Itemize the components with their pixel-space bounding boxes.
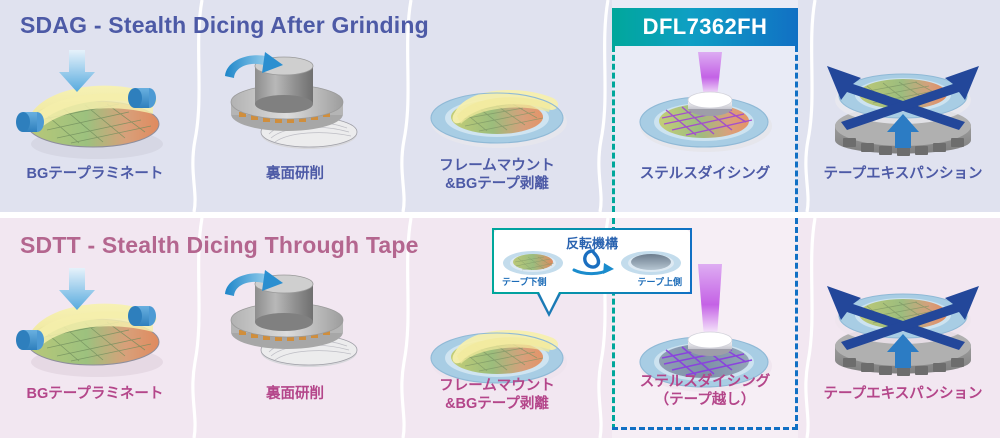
sdtt-title: SDTT - Stealth Dicing Through Tape — [20, 232, 419, 258]
step-label: 裏面研削 — [266, 166, 324, 182]
rotate-arrow-icon — [225, 52, 283, 78]
callout-wafer-left-icon — [503, 251, 563, 275]
tape-expansion-art — [813, 268, 993, 386]
sdtt-step-frame-mount: フレームマウント &BGテープ剥離 — [402, 218, 592, 438]
laser-beam-icon — [698, 52, 722, 98]
expand-arrows-icon — [827, 286, 979, 350]
step-label: フレームマウント &BGテープ剥離 — [439, 378, 555, 412]
sdag-step-tape-expansion: テープエキスパンション — [806, 0, 1000, 212]
rotation-arrow-icon — [572, 249, 614, 276]
sdtt-step-tape-expansion: テープエキスパンション — [806, 218, 1000, 438]
back-grinding-art — [209, 264, 381, 376]
callout-wafer-right-icon — [621, 251, 681, 275]
stealth-dicing-art — [622, 52, 788, 162]
stealth-dicing-through-art — [622, 264, 788, 402]
callout-right-label: テープ上側 — [637, 277, 682, 287]
frame-mount-art — [411, 300, 583, 400]
step-label: フレームマウント &BGテープ剥離 — [439, 158, 555, 192]
sdag-step-bg-tape-laminate: BGテープラミネート — [0, 0, 190, 212]
step-label: 裏面研削 — [266, 386, 324, 402]
inversion-mechanism-callout: 反転機構 — [492, 228, 692, 294]
callout-left-label: テープ下側 — [502, 277, 547, 287]
sdtt-step-stealth-dicing-through: ステルスダイシング （テープ越し） — [612, 218, 798, 438]
expand-arrows-icon — [827, 66, 979, 130]
sdag-step-back-grinding: 裏面研削 — [196, 0, 394, 212]
sdag-title: SDAG - Stealth Dicing After Grinding — [20, 12, 429, 38]
up-arrow-icon — [887, 114, 919, 148]
sdtt-step-bg-tape-laminate: BGテープラミネート — [0, 218, 190, 438]
step-label: BGテープラミネート — [26, 386, 164, 402]
sdag-step-stealth-dicing: ステルスダイシング — [612, 0, 798, 212]
step-label: ステルスダイシング （テープ越し） — [639, 374, 771, 408]
back-grinding-art — [209, 46, 381, 158]
tape-expansion-art — [813, 48, 993, 166]
sdag-step-frame-mount: フレームマウント &BGテープ剥離 — [402, 0, 592, 212]
down-arrow-icon — [59, 268, 95, 310]
step-label: ステルスダイシング — [639, 166, 771, 182]
sdtt-step-back-grinding: 裏面研削 — [196, 218, 394, 438]
sdag-panel: SDAG - Stealth Dicing After Grinding — [0, 0, 1000, 212]
step-label: テープエキスパンション — [823, 166, 983, 182]
bg-tape-laminate-art — [7, 48, 183, 160]
up-arrow-icon — [887, 334, 919, 368]
laser-beam-icon — [698, 264, 722, 338]
rotate-arrow-icon — [225, 270, 283, 296]
dfl-model-badge[interactable]: DFL7362FH — [612, 8, 798, 46]
down-arrow-icon — [59, 50, 95, 92]
dfl-model-label: DFL7362FH — [642, 14, 768, 39]
step-label: BGテープラミネート — [26, 166, 164, 182]
bg-tape-laminate-art — [7, 266, 183, 378]
step-label: テープエキスパンション — [823, 386, 983, 402]
frame-mount-art — [411, 60, 583, 160]
callout-tail — [536, 286, 562, 312]
